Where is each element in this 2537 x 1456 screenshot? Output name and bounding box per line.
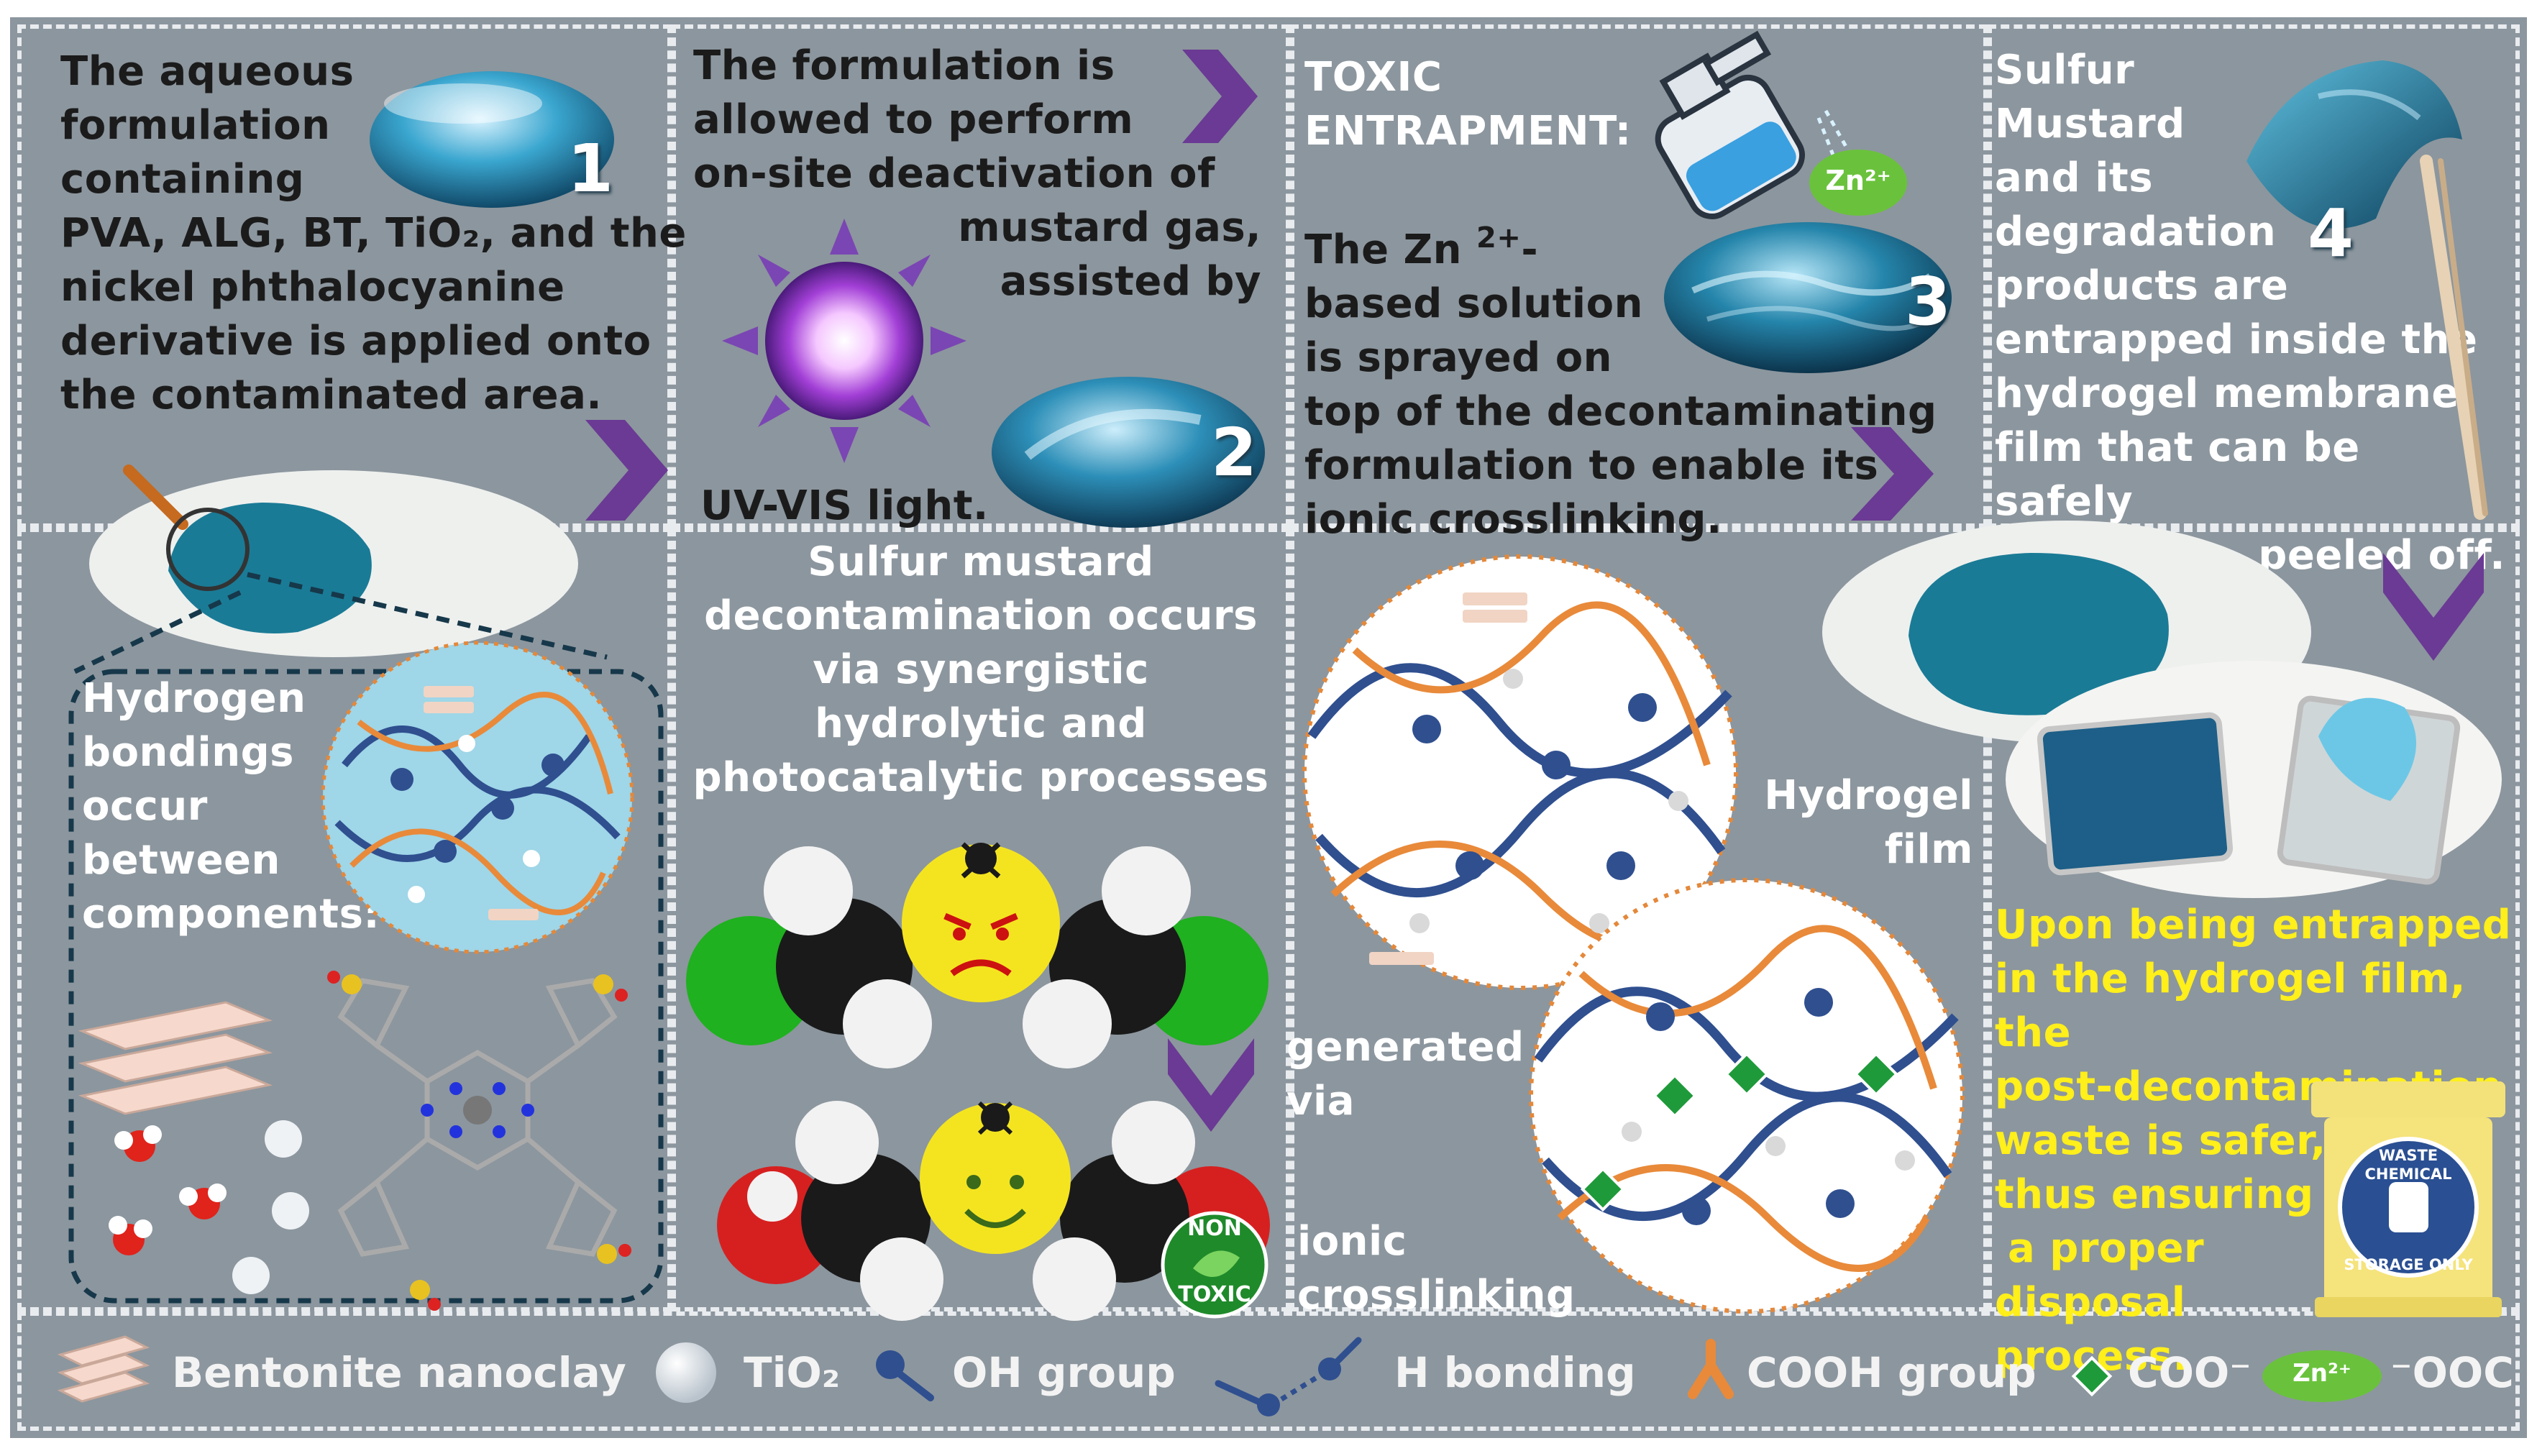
legend-bentonite-icon xyxy=(57,1335,150,1403)
purple-arrow-down-icon xyxy=(2383,553,2484,661)
legend-coo-icon xyxy=(2071,1355,2113,1397)
panel-3-border xyxy=(1290,24,1988,528)
purple-arrow-down-2-icon xyxy=(1168,1038,1254,1132)
panel-4-description: Sulfur Mustard and its degradation produ… xyxy=(1995,47,2505,579)
water-and-tio2-molecules-icon xyxy=(109,1120,309,1294)
peeled-film-samples-photo xyxy=(2006,661,2502,898)
panel-6-border xyxy=(672,528,1290,1311)
purple-arrow-right-3-icon xyxy=(1851,427,1934,521)
hydrogel-network-circle-large-1 xyxy=(1302,554,1738,990)
panel-2-border xyxy=(672,24,1290,528)
bentonite-nanoclay-stack-icon xyxy=(78,1001,273,1115)
legend-bentonite-label: Bentonite nanoclay xyxy=(172,1348,626,1397)
legend-tio2-icon xyxy=(656,1342,716,1403)
hydrogel-droplet-2-icon xyxy=(992,377,1265,528)
magnified-detail-outline xyxy=(68,572,664,1304)
waste-chemical-bin-icon xyxy=(2311,1081,2505,1317)
uv-vis-light-label: UV-VIS light. xyxy=(700,482,989,529)
zn-ion-badge-icon xyxy=(1809,150,1907,216)
magnifying-glass-icon xyxy=(123,464,250,591)
tweezers-icon xyxy=(2420,155,2488,520)
step-number-4: 4 xyxy=(2308,195,2354,272)
hydrogel-droplet-3-icon xyxy=(1664,222,1952,373)
step-number-1: 1 xyxy=(567,130,614,207)
nontoxic-badge-label: NON TOXIC xyxy=(1178,1216,1251,1307)
legend-oh-group-icon xyxy=(876,1350,934,1401)
panel-5-description: Hydrogen bondings occur between componen… xyxy=(82,675,380,938)
peeled-hydrogel-film-icon xyxy=(2246,60,2462,229)
waste-bin-label: WASTE CHEMICAL STORAGE ONLY xyxy=(2344,1147,2473,1273)
panel-8-description: Upon being entrapped in the hydrogel fil… xyxy=(1995,902,2512,1380)
panel-4-border xyxy=(1988,24,2520,528)
hydrogel-film-label: Hydrogel film xyxy=(1764,772,1973,873)
legend-border xyxy=(17,1311,2520,1431)
purple-arrow-right-1-icon xyxy=(585,420,668,521)
ionic-crosslinking-label: ionic crosslinking xyxy=(1297,1218,1576,1319)
legend-tio2-label: TiO₂ xyxy=(744,1348,841,1397)
hydrogel-network-circle-large-2 xyxy=(1529,878,1965,1314)
infographic-frame: The aqueous formulation containing PVA, … xyxy=(10,17,2527,1438)
panel-6-description: Sulfur mustard decontamination occurs vi… xyxy=(692,539,1269,801)
hydrogel-droplet-1-icon xyxy=(370,71,614,208)
panel-2-description: The formulation is allowed to perform on… xyxy=(693,42,1261,305)
hydrogel-network-circle-small xyxy=(321,641,634,954)
zn-ion-badge-label: Zn²⁺ xyxy=(1825,165,1891,196)
uv-vis-light-sun-icon xyxy=(722,219,966,463)
legend-h-bonding-label: H bonding xyxy=(1394,1348,1636,1397)
panel-3-description: The Zn 2+- based solution is sprayed on … xyxy=(1304,221,1937,543)
degraded-molecule-nontoxic-icon xyxy=(717,1101,1270,1321)
legend-ooc-label: ⁻OOC xyxy=(2390,1348,2514,1397)
nickel-phthalocyanine-molecule-icon xyxy=(327,971,631,1311)
legend-zn-icon xyxy=(2262,1350,2382,1402)
generated-via-label: generated via xyxy=(1286,1024,1525,1125)
panel-7-border xyxy=(1290,528,1988,1311)
spray-bottle-icon xyxy=(1655,30,1860,219)
legend-h-bonding-icon xyxy=(1215,1337,1362,1416)
legend-zn-label: Zn²⁺ xyxy=(2293,1359,2351,1388)
panel-3-heading: TOXIC ENTRAPMENT: xyxy=(1304,54,1632,155)
legend-cooh-group-label: COOH group xyxy=(1747,1348,2037,1397)
step-number-3: 3 xyxy=(1905,263,1952,340)
panel-1-description: The aqueous formulation containing PVA, … xyxy=(60,48,687,418)
step-number-2: 2 xyxy=(1211,414,1258,491)
legend-coo-label: COO⁻ xyxy=(2128,1348,2252,1397)
purple-arrow-right-2-icon xyxy=(1182,50,1258,143)
legend-cooh-group-icon xyxy=(1688,1339,1734,1399)
nontoxic-badge-icon xyxy=(1161,1211,1268,1319)
panel-8-border xyxy=(1988,528,2520,1311)
sulfur-mustard-molecule-toxic-icon xyxy=(686,842,1268,1068)
legend-oh-group-label: OH group xyxy=(952,1348,1176,1397)
